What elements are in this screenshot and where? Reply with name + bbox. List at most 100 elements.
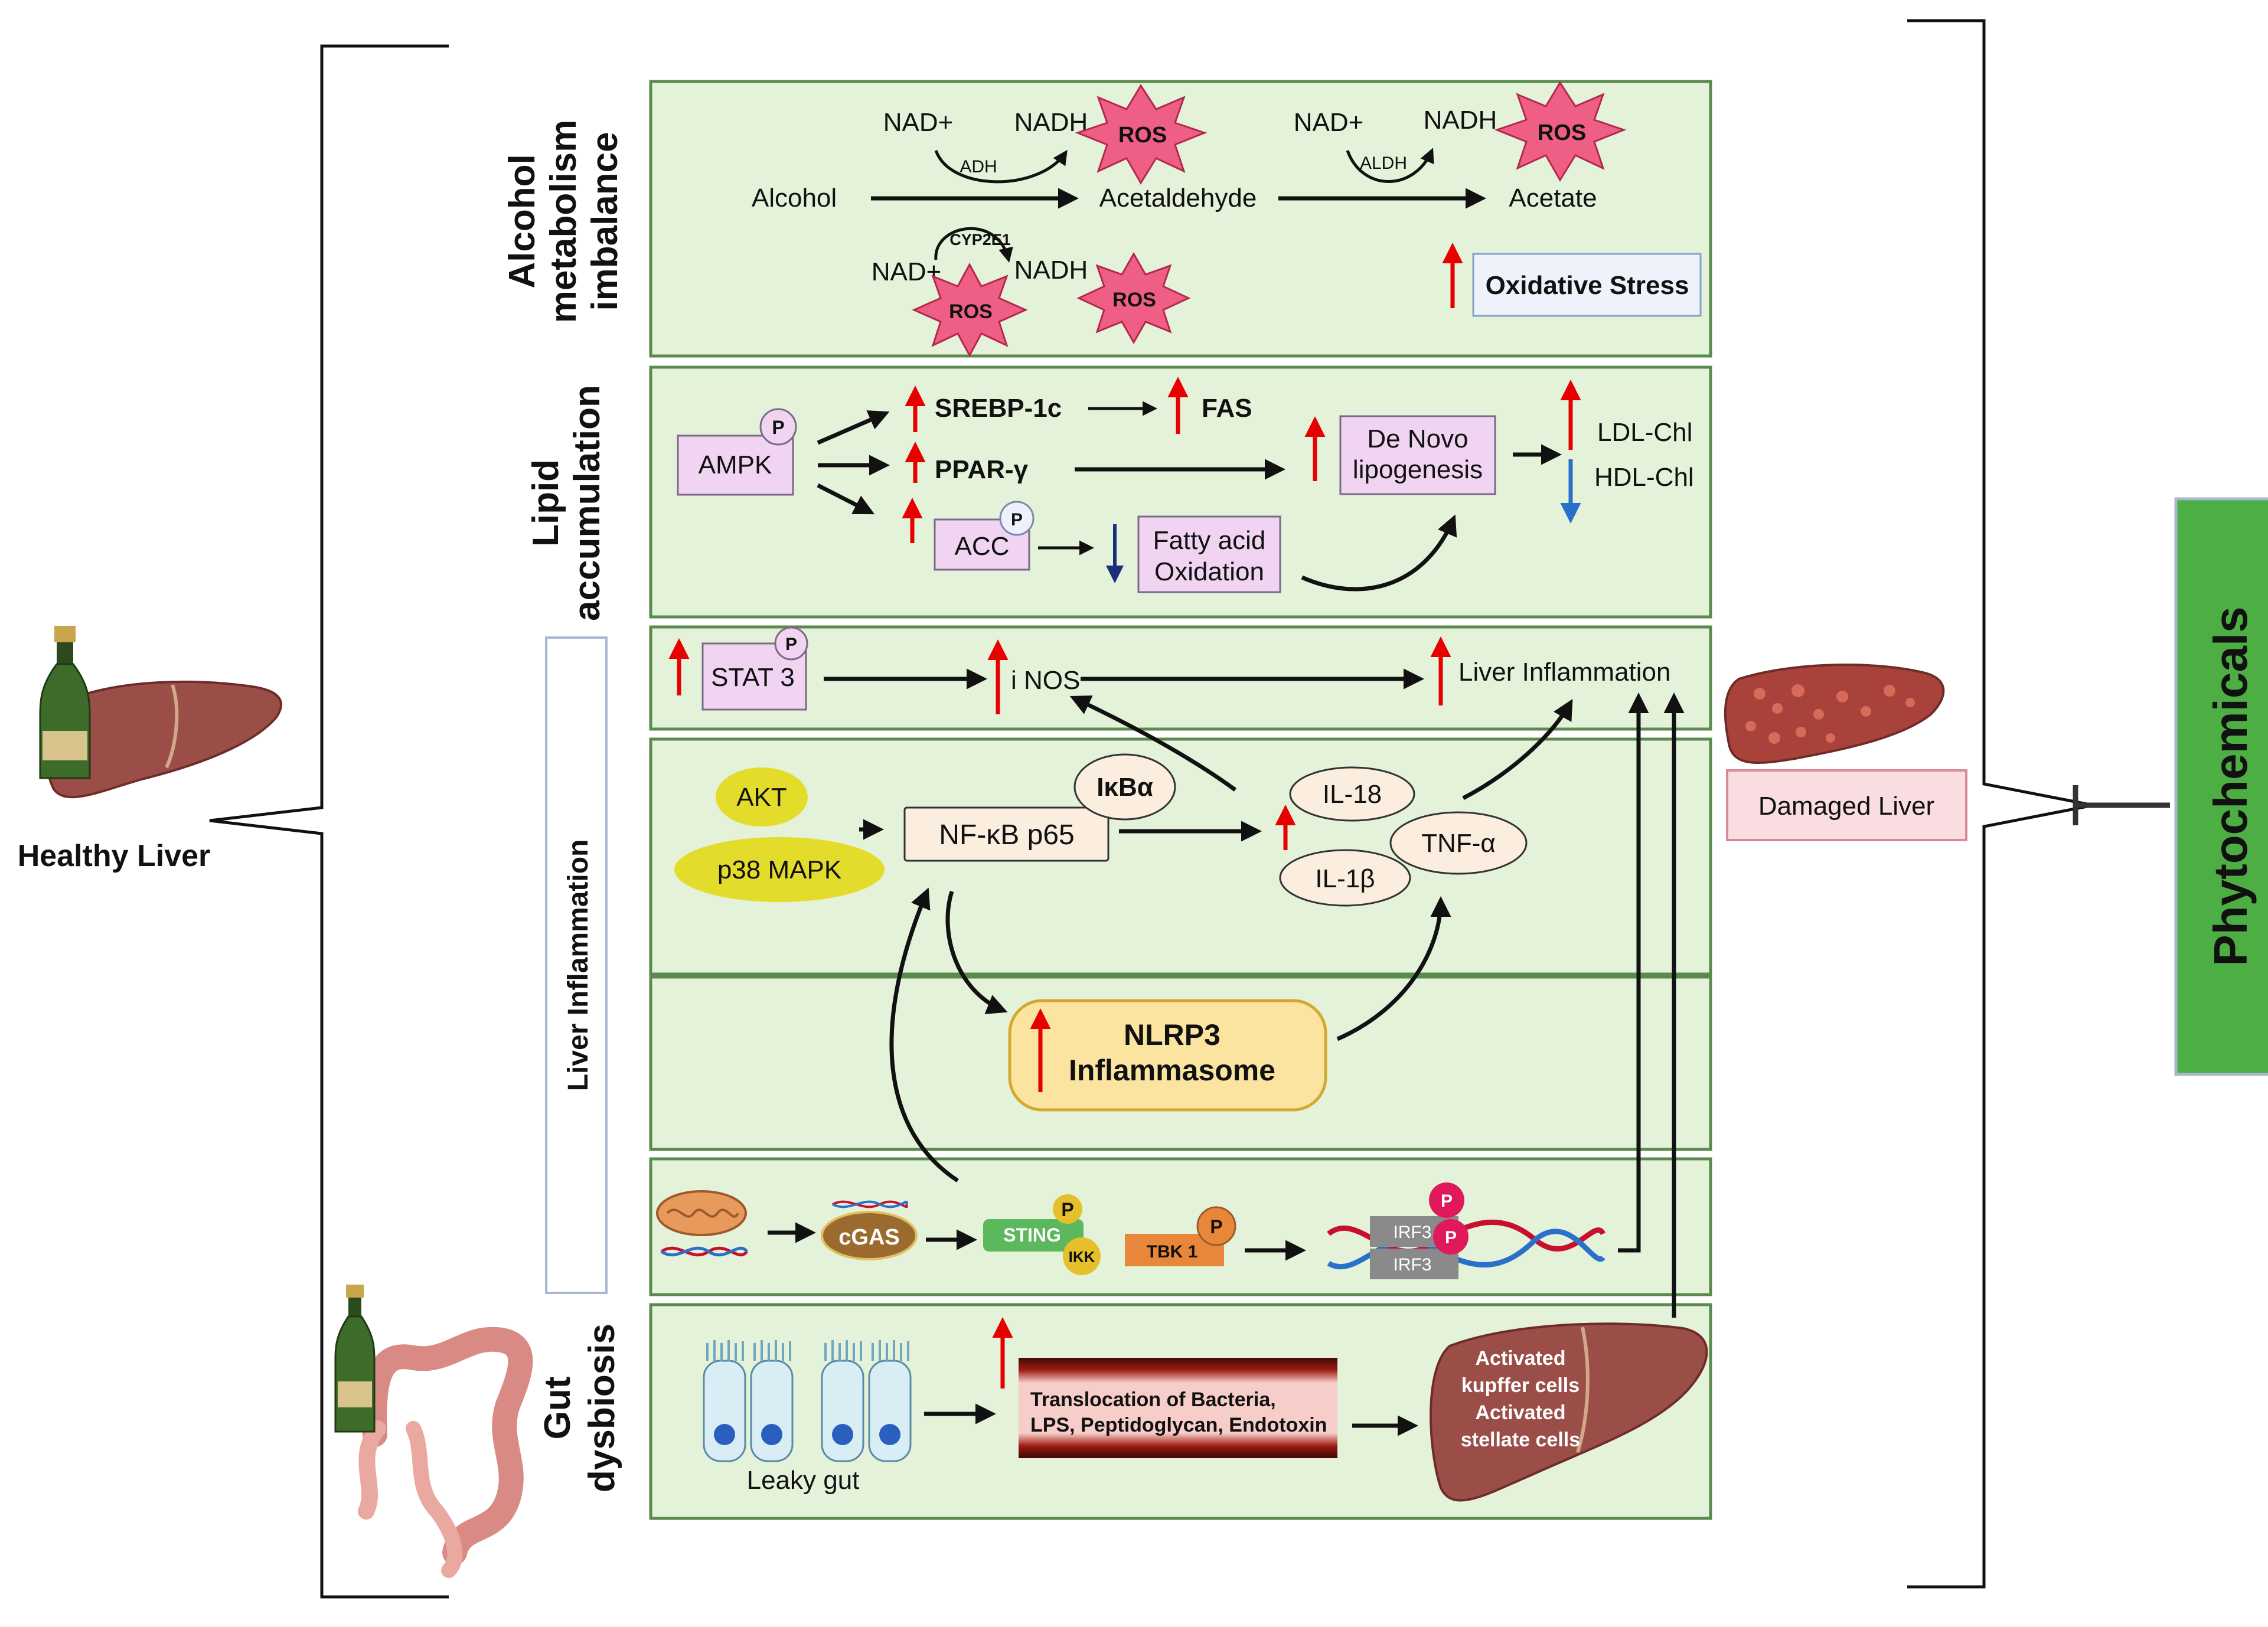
ampk-to-acc-arrow [817, 483, 875, 515]
ampk-phospho-badge [759, 408, 797, 446]
tnfa-ellipse [1389, 811, 1528, 875]
akt-text: AKT [736, 783, 787, 812]
blood-vessel [1019, 1358, 1337, 1458]
cyp2e1-enzyme-text: CYP2E1 [949, 231, 1011, 249]
tnfa-text: TNF-α [1421, 829, 1496, 858]
cyp2e1-nadh-text: NADH [1014, 256, 1088, 285]
irf3-phospho-badge-2 [1433, 1219, 1469, 1254]
ros-star-3: ROS [912, 262, 1028, 358]
leaky-gut-text: Leaky gut [747, 1466, 860, 1495]
ikba-text: IκBα [1097, 773, 1153, 802]
nfkb-text: NF-κB p65 [939, 819, 1074, 851]
section-label-inflammation: Liver Inflammation [563, 839, 594, 1092]
irf3-phospho-text-1: P [1441, 1191, 1453, 1211]
phytochemicals-box [2174, 497, 2268, 1076]
ampk-phospho-text: P [772, 417, 784, 438]
ampk-box [677, 434, 794, 496]
irf3-text-2: IRF3 [1393, 1255, 1431, 1275]
sting-box [983, 1219, 1084, 1252]
irf3-box-2 [1370, 1249, 1458, 1279]
intestine-icon [358, 1327, 533, 1578]
srebp-text: SREBP-1c [935, 394, 1062, 423]
irf3-to-liver-inflammation-arrow [1618, 692, 1649, 1253]
ikba-ellipse [1073, 753, 1176, 821]
liver-inflammation-label-box [545, 636, 608, 1294]
activated-text-4: stellate cells [1461, 1429, 1580, 1451]
aldh-nad-text: NAD+ [1294, 108, 1364, 137]
cgas-dna-icon [832, 1200, 908, 1208]
il18-ellipse [1289, 766, 1415, 822]
fas-text: FAS [1202, 394, 1252, 423]
dna-icon-1 [660, 1246, 748, 1257]
dnl-text-2: lipogenesis [1353, 455, 1483, 484]
stat3-text: STAT 3 [711, 663, 795, 692]
healthy-liver-icon [44, 680, 282, 799]
gut-bottle-icon [334, 1285, 376, 1433]
oxidative-stress-text: Oxidative Stress [1486, 271, 1689, 300]
stat3-phospho-text: P [785, 635, 797, 654]
ldl-text: LDL-Chl [1597, 418, 1692, 447]
ros-star-2-text: ROS [1538, 120, 1586, 145]
tnfa-to-liver-inflammation-arrow [1462, 698, 1573, 801]
fao-text-2: Oxidation [1154, 557, 1264, 586]
activated-text-1: Activated [1475, 1347, 1565, 1370]
adh-nad-text: NAD+ [883, 108, 954, 137]
phytochemicals-label: Phytochemicals [2204, 606, 2257, 966]
adh-cofactor-arrow [934, 149, 1068, 184]
dnl-box [1339, 415, 1496, 495]
ikk-circle [1063, 1237, 1101, 1275]
ppar-text: PPAR-γ [935, 455, 1029, 484]
healthy-liver-label: Healthy Liver [18, 839, 211, 873]
adh-nadh-text: NADH [1014, 108, 1088, 137]
mitochondrion-icon [656, 1190, 747, 1236]
damaged-liver-text: Damaged Liver [1758, 792, 1934, 821]
dnl-text-1: De Novo [1367, 424, 1468, 453]
ros-star-2: ROS [1494, 81, 1627, 182]
alcohol-text: Alcohol [752, 184, 837, 213]
ampk-text: AMPK [699, 450, 772, 479]
aldh-enzyme-text: ALDH [1360, 153, 1407, 173]
acetate-text: Acetate [1509, 184, 1597, 213]
fao-box [1137, 515, 1281, 593]
il1b-ellipse [1279, 849, 1411, 907]
section-label-gut-1: Gut [537, 1377, 578, 1440]
damaged-liver-icon [1724, 664, 1945, 765]
tbk1-phospho-text: P [1210, 1216, 1222, 1237]
nlrp3-text-2: Inflammasome [1069, 1054, 1275, 1087]
p38-ellipse [674, 837, 885, 902]
panel-sting [649, 1157, 1712, 1296]
ros-star-3-text: ROS [949, 300, 993, 323]
activated-liver-icon [1430, 1322, 1708, 1502]
tbk1-text: TBK 1 [1147, 1242, 1198, 1262]
hdl-text: HDL-Chl [1594, 463, 1694, 492]
oxidative-stress-box [1472, 253, 1702, 317]
epithelial-cell [703, 1340, 746, 1462]
cyp2e1-cofactor-arrow [934, 227, 1013, 263]
section-label-lipid-2: accumulation [567, 385, 608, 621]
ampk-to-srebp-arrow [817, 410, 890, 445]
stat3-phospho-badge [774, 626, 808, 661]
nfkb-to-nlrp3-arrow [945, 890, 1008, 1014]
section-label-alcohol-2: metabolism [543, 120, 584, 324]
epithelial-cell [750, 1340, 794, 1462]
irf3-text-1: IRF3 [1393, 1223, 1431, 1242]
section-label-lipid-1: Lipid [526, 459, 566, 547]
damaged-liver-box [1726, 769, 1967, 841]
liver-inflammation-text: Liver Inflammation [1458, 658, 1670, 687]
adh-enzyme-text: ADH [960, 157, 997, 177]
tbk1-phospho-badge [1196, 1206, 1236, 1246]
irf3-phospho-text-2: P [1445, 1228, 1457, 1247]
inos-text: i NOS [1011, 666, 1080, 695]
activated-text-3: Activated [1475, 1401, 1565, 1424]
sting-text: STING [1003, 1224, 1061, 1246]
fao-to-dnl-arrow [1301, 514, 1457, 592]
fao-text-1: Fatty acid [1153, 526, 1266, 555]
aldh-nadh-text: NADH [1424, 106, 1497, 135]
acc-phospho-text: P [1011, 510, 1023, 530]
epithelial-cell [821, 1340, 864, 1462]
nlrp3-box [1008, 999, 1327, 1112]
ros-star-1-text: ROS [1118, 123, 1167, 148]
sting-phospho-text: P [1061, 1199, 1073, 1220]
ros-star-1: ROS [1075, 84, 1208, 185]
